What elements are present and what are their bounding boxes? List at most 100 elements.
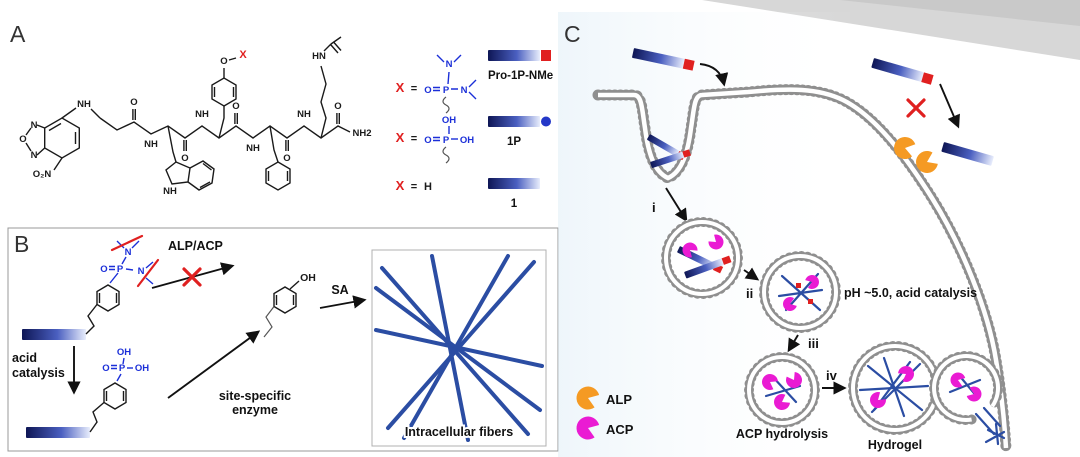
enzymes-label: ALP/ACP: [168, 239, 223, 253]
nbd-o-label: O: [19, 134, 26, 145]
panel-a: A N O N O₂N NH O NH O NH O NH: [10, 21, 553, 210]
def2-blue-dot-marker: [541, 116, 551, 127]
vesicle-3-acp-hydrolysis: [744, 352, 820, 428]
arrow-step-i: [665, 187, 688, 223]
amide-nh4-label: NH: [297, 109, 311, 120]
mol1-p-label: P: [117, 264, 124, 275]
acp-hydrolysis-label: ACP hydrolysis: [736, 427, 828, 441]
trp-indole-group: NH: [163, 125, 215, 197]
blocked-enzyme-arrow: ALP/ACP: [151, 239, 235, 289]
endocytosis-arrow: [699, 63, 729, 87]
acid-label-line1: acid: [12, 351, 37, 365]
def2-name: 1P: [507, 136, 521, 148]
step-i-label: i: [652, 200, 656, 215]
def2-o: O: [424, 135, 431, 146]
acid-catalysis-arrow: acid catalysis: [12, 346, 81, 395]
nbd-group: N O N O₂N NH: [19, 99, 101, 180]
phenol-o-label: O: [220, 56, 227, 67]
phe-ring-group: [265, 125, 291, 191]
amide-nh1-label: NH: [144, 139, 158, 150]
carbonyl-o2-label: O: [181, 153, 188, 164]
vesicle-1-endosome: [661, 217, 743, 299]
step-iii-label: iii: [808, 336, 819, 351]
vesicle-2-acidified: [759, 251, 841, 333]
panel-c-label: C: [564, 21, 581, 47]
fibers-caption: Intracellular fibers: [405, 425, 513, 439]
acetyl-hn-label: HN: [312, 51, 326, 62]
def1-name: Pro-1P-NMe: [488, 70, 553, 82]
x-definition-row-2: X = OH O P OH 1P: [396, 115, 551, 164]
def3-equals: =: [411, 181, 417, 193]
def2-x: X: [396, 130, 405, 145]
extracellular-peptide-bar: [871, 58, 924, 82]
carbonyl-o3-label: O: [232, 101, 239, 112]
def3-name: 1: [511, 198, 518, 210]
intracellular-fibers-box: Intracellular fibers: [371, 249, 547, 447]
def1-p: P: [443, 85, 450, 96]
mol1-n-right-label: N: [138, 266, 145, 277]
red-cleavage-slash-2: [136, 258, 160, 288]
vesicle-4-hydrogel: [848, 341, 942, 435]
carbonyl-o1-label: O: [130, 97, 137, 108]
alp-attempt-arrow: [939, 83, 960, 129]
vesicle-5-rupturing: [929, 351, 1006, 446]
nbd-n-top-label: N: [31, 120, 38, 131]
mol3-phenol: OH: [263, 272, 316, 338]
mol2-phosphate: OH O P OH: [26, 347, 149, 438]
arrow-step-ii: [743, 267, 760, 281]
pit-contents: [647, 134, 692, 168]
def1-n-right: N: [461, 85, 468, 96]
indole-nh-label: NH: [163, 186, 177, 197]
incoming-red-square: [682, 58, 695, 71]
def2-oh-right: OH: [460, 135, 474, 146]
legend-acp-label: ACP: [606, 422, 634, 437]
hydrogel-label: Hydrogel: [868, 438, 922, 452]
c-terminal-amide-label: NH2: [352, 128, 371, 139]
mol2-p-label: P: [119, 363, 126, 374]
enzyme-label-line1: site-specific: [219, 389, 291, 403]
def2-equals: =: [411, 133, 417, 145]
amide-nh2-label: NH: [195, 109, 209, 120]
panel-b: B O P N N ALP/ACP: [7, 227, 559, 452]
def2-oh-top: OH: [442, 115, 456, 126]
def1-red-square-marker: [541, 50, 551, 61]
incoming-peptide-bar: [632, 48, 685, 69]
extracellular-red-square: [921, 72, 934, 85]
x-definition-row-1: X = N O P N Pro-1P-NMe: [396, 50, 553, 114]
amide-nh3-label: NH: [246, 143, 260, 154]
acid-label-line2: catalysis: [12, 366, 65, 380]
carbonyl-o5-label: O: [334, 101, 341, 112]
def1-n-top: N: [446, 59, 453, 70]
arrow-step-iii: [787, 334, 801, 353]
def3-x: X: [396, 178, 405, 193]
site-specific-enzyme-arrow: site-specific enzyme: [167, 330, 291, 417]
panel-c: C i: [558, 12, 1012, 457]
released-group: [808, 299, 813, 304]
substituent-x-label: X: [239, 49, 247, 61]
mol1-pro-phosphoramidate: O P N N: [22, 234, 160, 340]
lys-acetyl-group: HN: [312, 36, 342, 139]
mol2-oh-right-label: OH: [135, 363, 149, 374]
released-group: [796, 283, 801, 288]
page-corner-decoration-inner: [840, 0, 1080, 26]
carbonyl-o4-label: O: [283, 153, 290, 164]
def1-x: X: [396, 80, 405, 95]
alp-resistance-group: [871, 58, 994, 177]
sa-label: SA: [331, 283, 348, 297]
mol2-oh-top-label: OH: [117, 347, 131, 358]
def1-peptide-bar: [488, 50, 540, 61]
mol3-oh-label: OH: [300, 272, 316, 284]
mol2-o-label: O: [102, 363, 109, 374]
mol1-peptide-bar: [22, 329, 86, 340]
def1-o: O: [424, 85, 431, 96]
def2-p: P: [443, 135, 450, 146]
nitro-group-label: O₂N: [33, 169, 52, 180]
nbd-n-bottom-label: N: [31, 150, 38, 161]
step-ii-label: ii: [746, 286, 753, 301]
spilling-fibers: [974, 406, 1006, 446]
def3-h: H: [424, 181, 432, 193]
tyr-phenol-group: O X: [211, 49, 247, 139]
mol1-n-top-label: N: [125, 247, 132, 258]
